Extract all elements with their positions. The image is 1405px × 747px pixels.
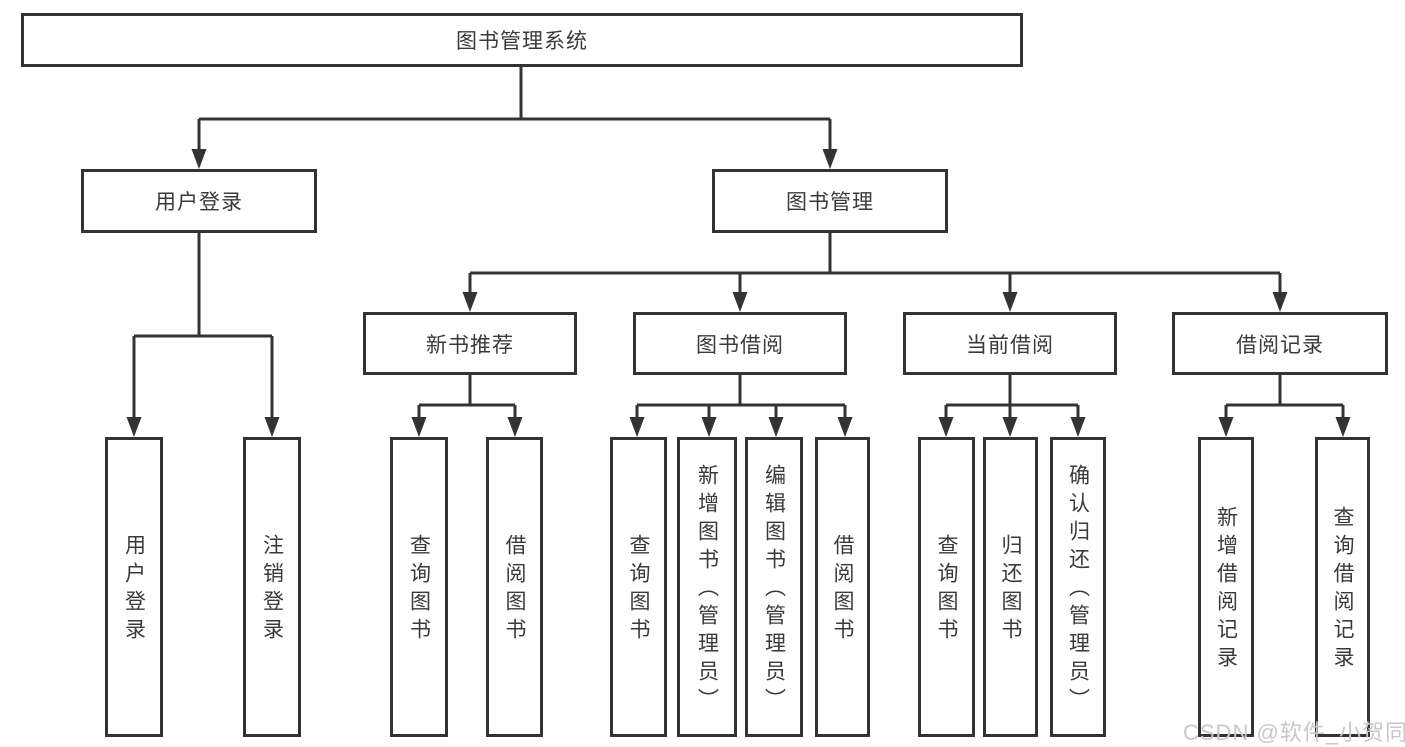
leaf-user-login: 用户登录 bbox=[105, 437, 163, 737]
leaf-query-books-current: 查询图书 bbox=[918, 437, 975, 737]
leaf-query-books-recommend: 查询图书 bbox=[390, 437, 448, 737]
leaf-confirm-return-admin: 确认归还（管理员） bbox=[1050, 437, 1106, 737]
leaf-borrow-books-recommend: 借阅图书 bbox=[486, 437, 543, 737]
csdn-watermark: CSDN @软件_小贺同学 bbox=[1183, 720, 1405, 745]
node-new-book-recommend: 新书推荐 bbox=[363, 312, 577, 375]
leaf-borrow-books: 借阅图书 bbox=[815, 437, 870, 737]
node-borrow-records: 借阅记录 bbox=[1172, 312, 1388, 375]
leaf-return-books: 归还图书 bbox=[983, 437, 1038, 737]
node-system-root: 图书管理系统 bbox=[21, 13, 1023, 67]
leaf-edit-books-admin: 编辑图书（管理员） bbox=[745, 437, 803, 737]
node-book-borrowing: 图书借阅 bbox=[633, 312, 847, 375]
leaf-add-borrow-record: 新增借阅记录 bbox=[1198, 437, 1254, 737]
node-user-login: 用户登录 bbox=[81, 169, 317, 233]
leaf-logout: 注销登录 bbox=[243, 437, 301, 737]
leaf-query-books-borrow: 查询图书 bbox=[610, 437, 667, 737]
leaf-query-borrow-record: 查询借阅记录 bbox=[1315, 437, 1370, 737]
node-current-borrowing: 当前借阅 bbox=[903, 312, 1117, 375]
arrowheads bbox=[126, 149, 1351, 437]
node-book-management: 图书管理 bbox=[712, 169, 948, 233]
leaf-add-books-admin: 新增图书（管理员） bbox=[677, 437, 737, 737]
